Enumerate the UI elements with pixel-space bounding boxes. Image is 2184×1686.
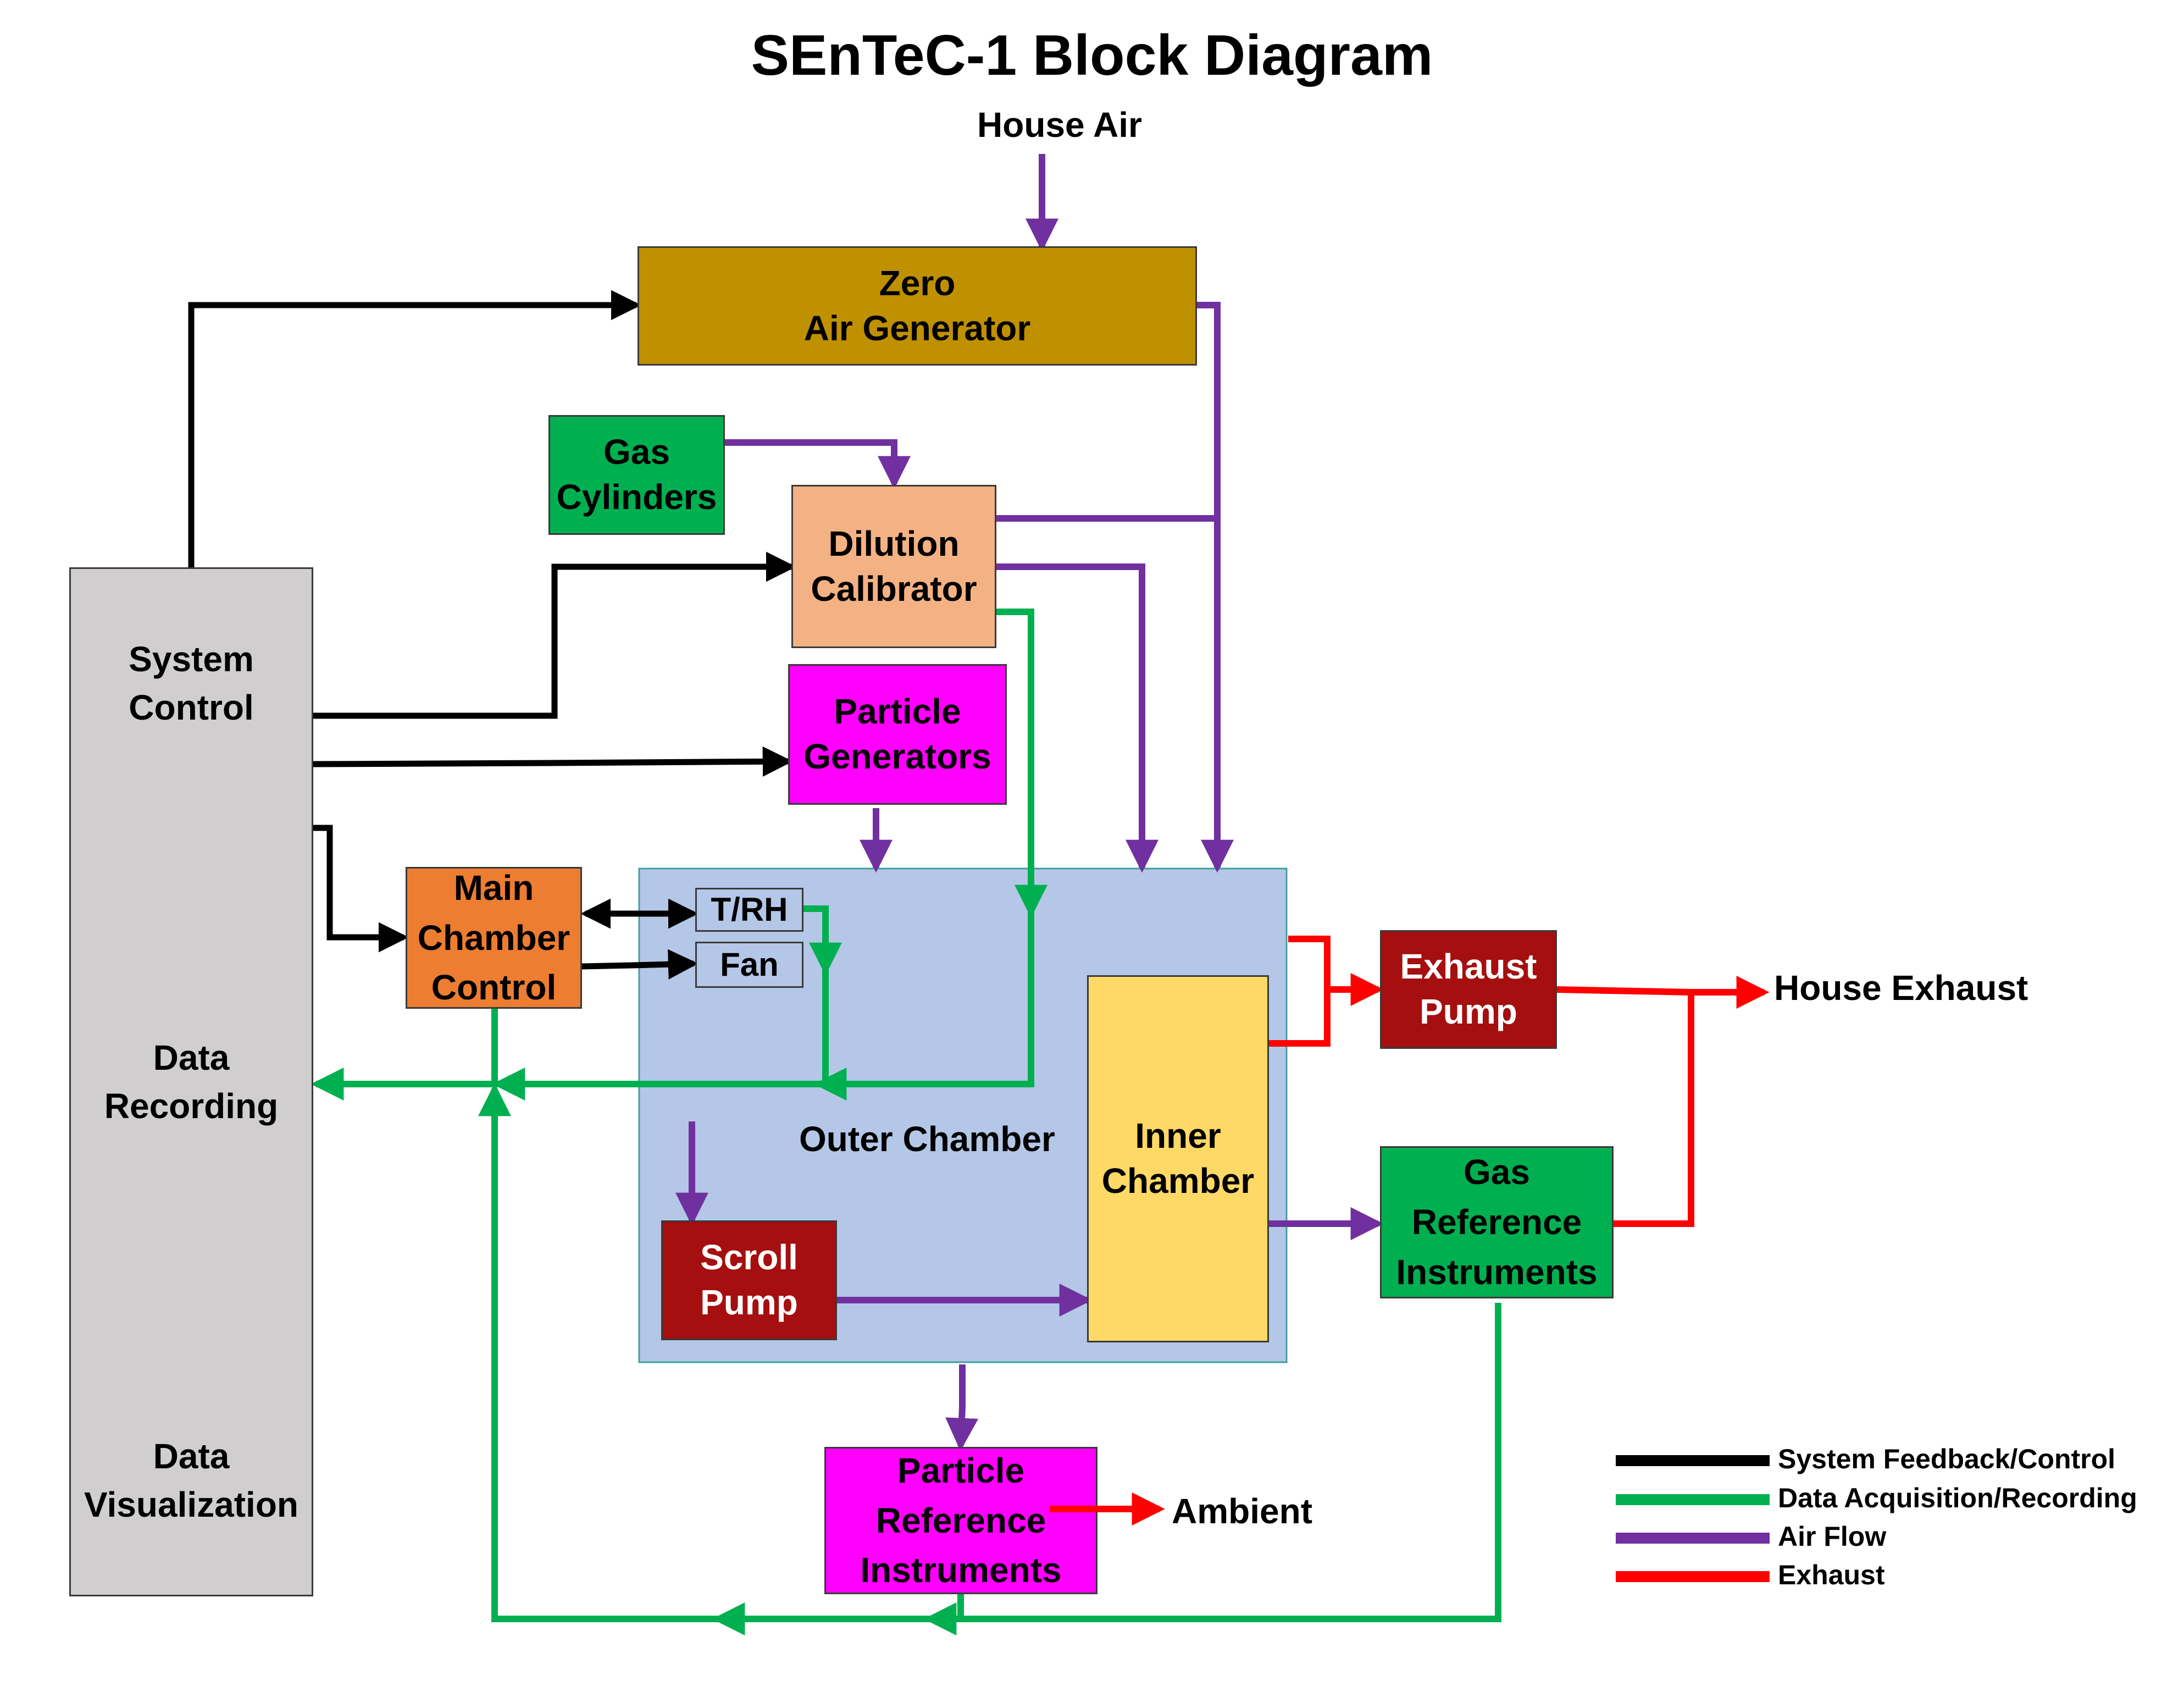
legend-label-data: Data Acquisition/Recording [1778, 1483, 2137, 1513]
page-title: SEnTeC-1 Block Diagram [751, 24, 1433, 87]
house-air-label: House Air [977, 105, 1142, 145]
particle-reference-instruments-block: Particle Reference Instruments [824, 1447, 1097, 1594]
fan-block: Fan [695, 942, 803, 988]
air-flow-zero-air-to-outer-chamber [1196, 302, 1234, 873]
exhaust-lines [1050, 936, 1770, 1525]
system-control-label: System Control [129, 639, 254, 728]
legend-label-air: Air Flow [1778, 1521, 1887, 1552]
gas-reference-instruments-block: Gas Reference Instruments [1380, 1146, 1614, 1298]
particle-generators-block: Particle Generators [788, 664, 1007, 805]
control-system-to-particle-gen [313, 746, 793, 777]
exhaust-pump-block: Exhaust Pump [1380, 930, 1557, 1049]
air-flow-lines [675, 154, 1384, 1451]
control-system-to-dilution [313, 551, 796, 719]
inner-chamber-block: Inner Chamber [1087, 975, 1269, 1342]
control-lines [188, 290, 796, 980]
legend-lines [1616, 1455, 1770, 1582]
exhaust-inner-to-exhaust-pump [1268, 990, 1331, 1047]
data-lines [195, 609, 1501, 1635]
scroll-pump-block: Scroll Pump [661, 1220, 837, 1340]
data-trh-to-bus [803, 905, 829, 1084]
ambient-label: Ambient [1172, 1491, 1312, 1531]
trh-sensor-block: T/RH [695, 888, 803, 932]
exhaust-outer-to-exhaust-pump [1288, 936, 1384, 1006]
system-control-block [69, 567, 313, 1596]
exhaust-pump-to-house-exhaust [1556, 976, 1770, 1009]
dilution-calibrator-block: Dilution Calibrator [791, 485, 996, 648]
legend-label-control: System Feedback/Control [1778, 1444, 2116, 1474]
outer-chamber-label: Outer Chamber [799, 1119, 1055, 1159]
air-flow-gas-cylinders-to-dilution [724, 439, 911, 489]
zero-air-generator-block: Zero Air Generator [638, 246, 1197, 366]
air-flow-dilution-to-outer-chamber [996, 563, 1158, 873]
data-visualization-label: Data Visualization [84, 1436, 299, 1525]
main-chamber-control-block: Main Chamber Control [406, 867, 582, 1009]
gas-cylinders-block: Gas Cylinders [548, 415, 725, 535]
control-system-to-zero-air [188, 290, 641, 567]
control-system-to-main-chamber [313, 825, 409, 953]
control-main-to-fan [581, 949, 699, 980]
house-exhaust-label: House Exhaust [1774, 968, 2028, 1008]
exhaust-gas-ref-to-house-exhaust [1613, 992, 1694, 1227]
air-flow-outer-to-particle-ref [945, 1364, 979, 1451]
data-recording-label: Data Recording [104, 1038, 279, 1126]
legend-label-exhaust: Exhaust [1778, 1560, 1885, 1590]
